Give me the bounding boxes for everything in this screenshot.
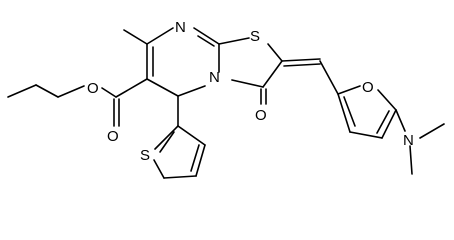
- thiophene-ring: [153, 95, 206, 179]
- exocyclic-double-bond: [281, 58, 339, 95]
- thiazole-ring: [218, 37, 283, 88]
- molecule-drawing: N S N O O O O S N: [7, 19, 445, 179]
- ester-group: [7, 78, 148, 127]
- oxygen-label: O: [362, 79, 374, 96]
- nitrogen-label: N: [209, 69, 220, 86]
- furan-ring: [337, 85, 397, 139]
- nitrogen-label: N: [175, 19, 186, 36]
- oxygen-label: O: [87, 80, 99, 97]
- structure-diagram: N S N O O O O S N: [7, 19, 445, 179]
- ketone-bond: [260, 88, 267, 105]
- sulfur-label: S: [140, 147, 150, 164]
- dimethylamino-bonds: [395, 109, 445, 175]
- oxygen-label: O: [107, 128, 119, 145]
- oxygen-label: O: [255, 107, 267, 124]
- pyrimidine-ring: [146, 27, 220, 97]
- nitrogen-label: N: [403, 132, 414, 149]
- sulfur-label: S: [250, 28, 260, 45]
- methyl-bond: [123, 29, 148, 45]
